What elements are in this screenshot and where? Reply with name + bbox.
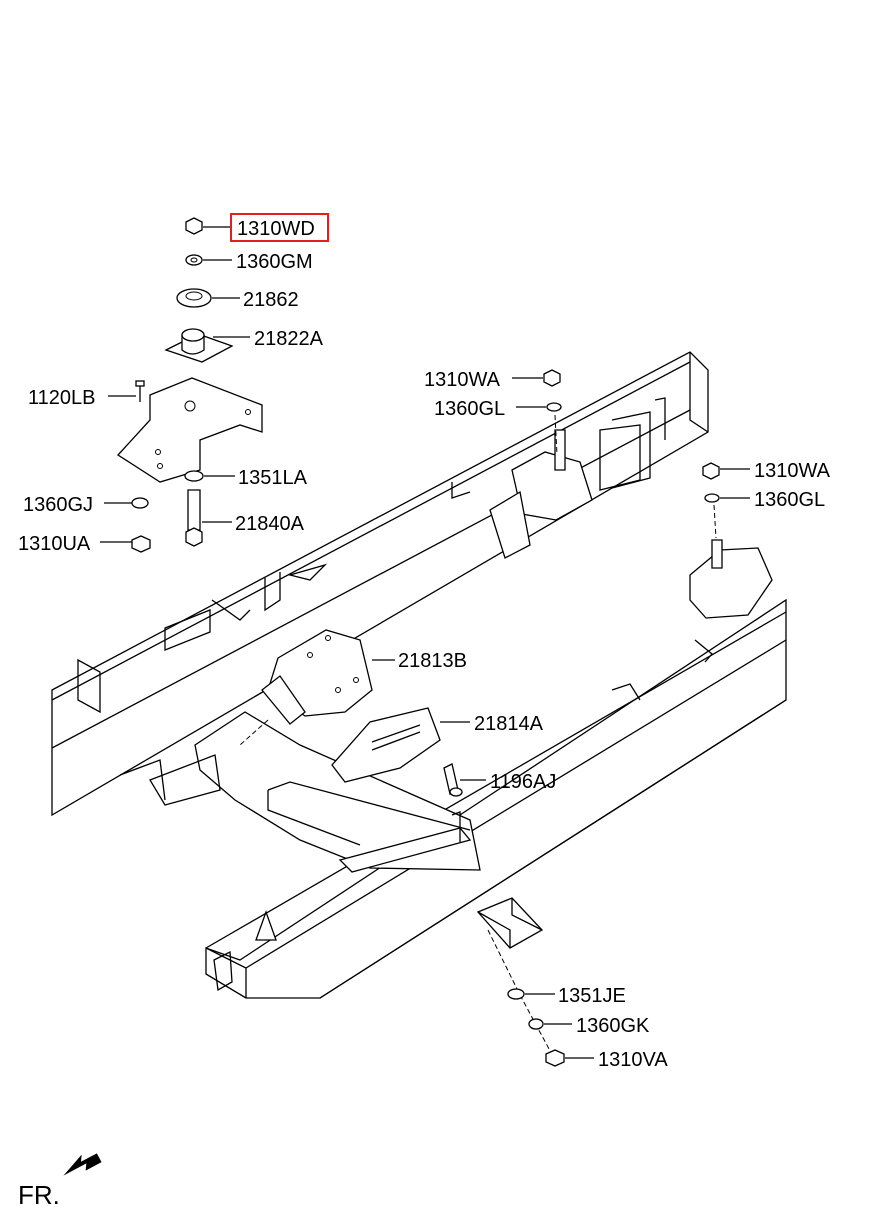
- leader-lines: [100, 226, 750, 1059]
- label-1351je[interactable]: 1351JE: [558, 985, 626, 1007]
- mount-21813b: [239, 629, 373, 746]
- label-1120lb[interactable]: 1120LB: [28, 387, 95, 409]
- front-direction-indicator: FR.: [18, 1153, 102, 1210]
- highlight-box: [230, 213, 329, 242]
- label-21822a[interactable]: 21822A: [254, 328, 324, 350]
- upper-mount-assembly: [117, 217, 263, 553]
- part-labels: 1310WD 1360GM 21862 21822A 1120LB 1351LA…: [18, 218, 831, 1071]
- label-1310wa-right[interactable]: 1310WA: [754, 460, 831, 482]
- label-21813b[interactable]: 21813B: [398, 650, 467, 672]
- label-1196aj[interactable]: 1196AJ: [490, 771, 556, 793]
- label-1360gj[interactable]: 1360GJ: [23, 494, 93, 516]
- label-1360gl-mid[interactable]: 1360GL: [434, 398, 505, 420]
- label-21840a[interactable]: 21840A: [235, 513, 305, 535]
- bottom-fasteners: [507, 988, 565, 1067]
- far-right-mount: [689, 462, 773, 619]
- label-1360gm[interactable]: 1360GM: [236, 251, 313, 273]
- label-1360gl-right[interactable]: 1360GL: [754, 489, 825, 511]
- label-1351la[interactable]: 1351LA: [238, 467, 308, 489]
- label-1310va[interactable]: 1310VA: [598, 1049, 668, 1071]
- label-21862[interactable]: 21862: [243, 289, 299, 311]
- front-arrow-icon: [63, 1153, 102, 1176]
- label-1310wa-mid[interactable]: 1310WA: [424, 369, 501, 391]
- label-1310ua[interactable]: 1310UA: [18, 533, 91, 555]
- right-upper-mount: [489, 369, 651, 559]
- label-21814a[interactable]: 21814A: [474, 713, 544, 735]
- front-label: FR.: [18, 1180, 60, 1210]
- label-1310wd[interactable]: 1310WD: [237, 218, 315, 240]
- mount-21814a: [331, 707, 463, 797]
- label-1360gk[interactable]: 1360GK: [576, 1015, 650, 1037]
